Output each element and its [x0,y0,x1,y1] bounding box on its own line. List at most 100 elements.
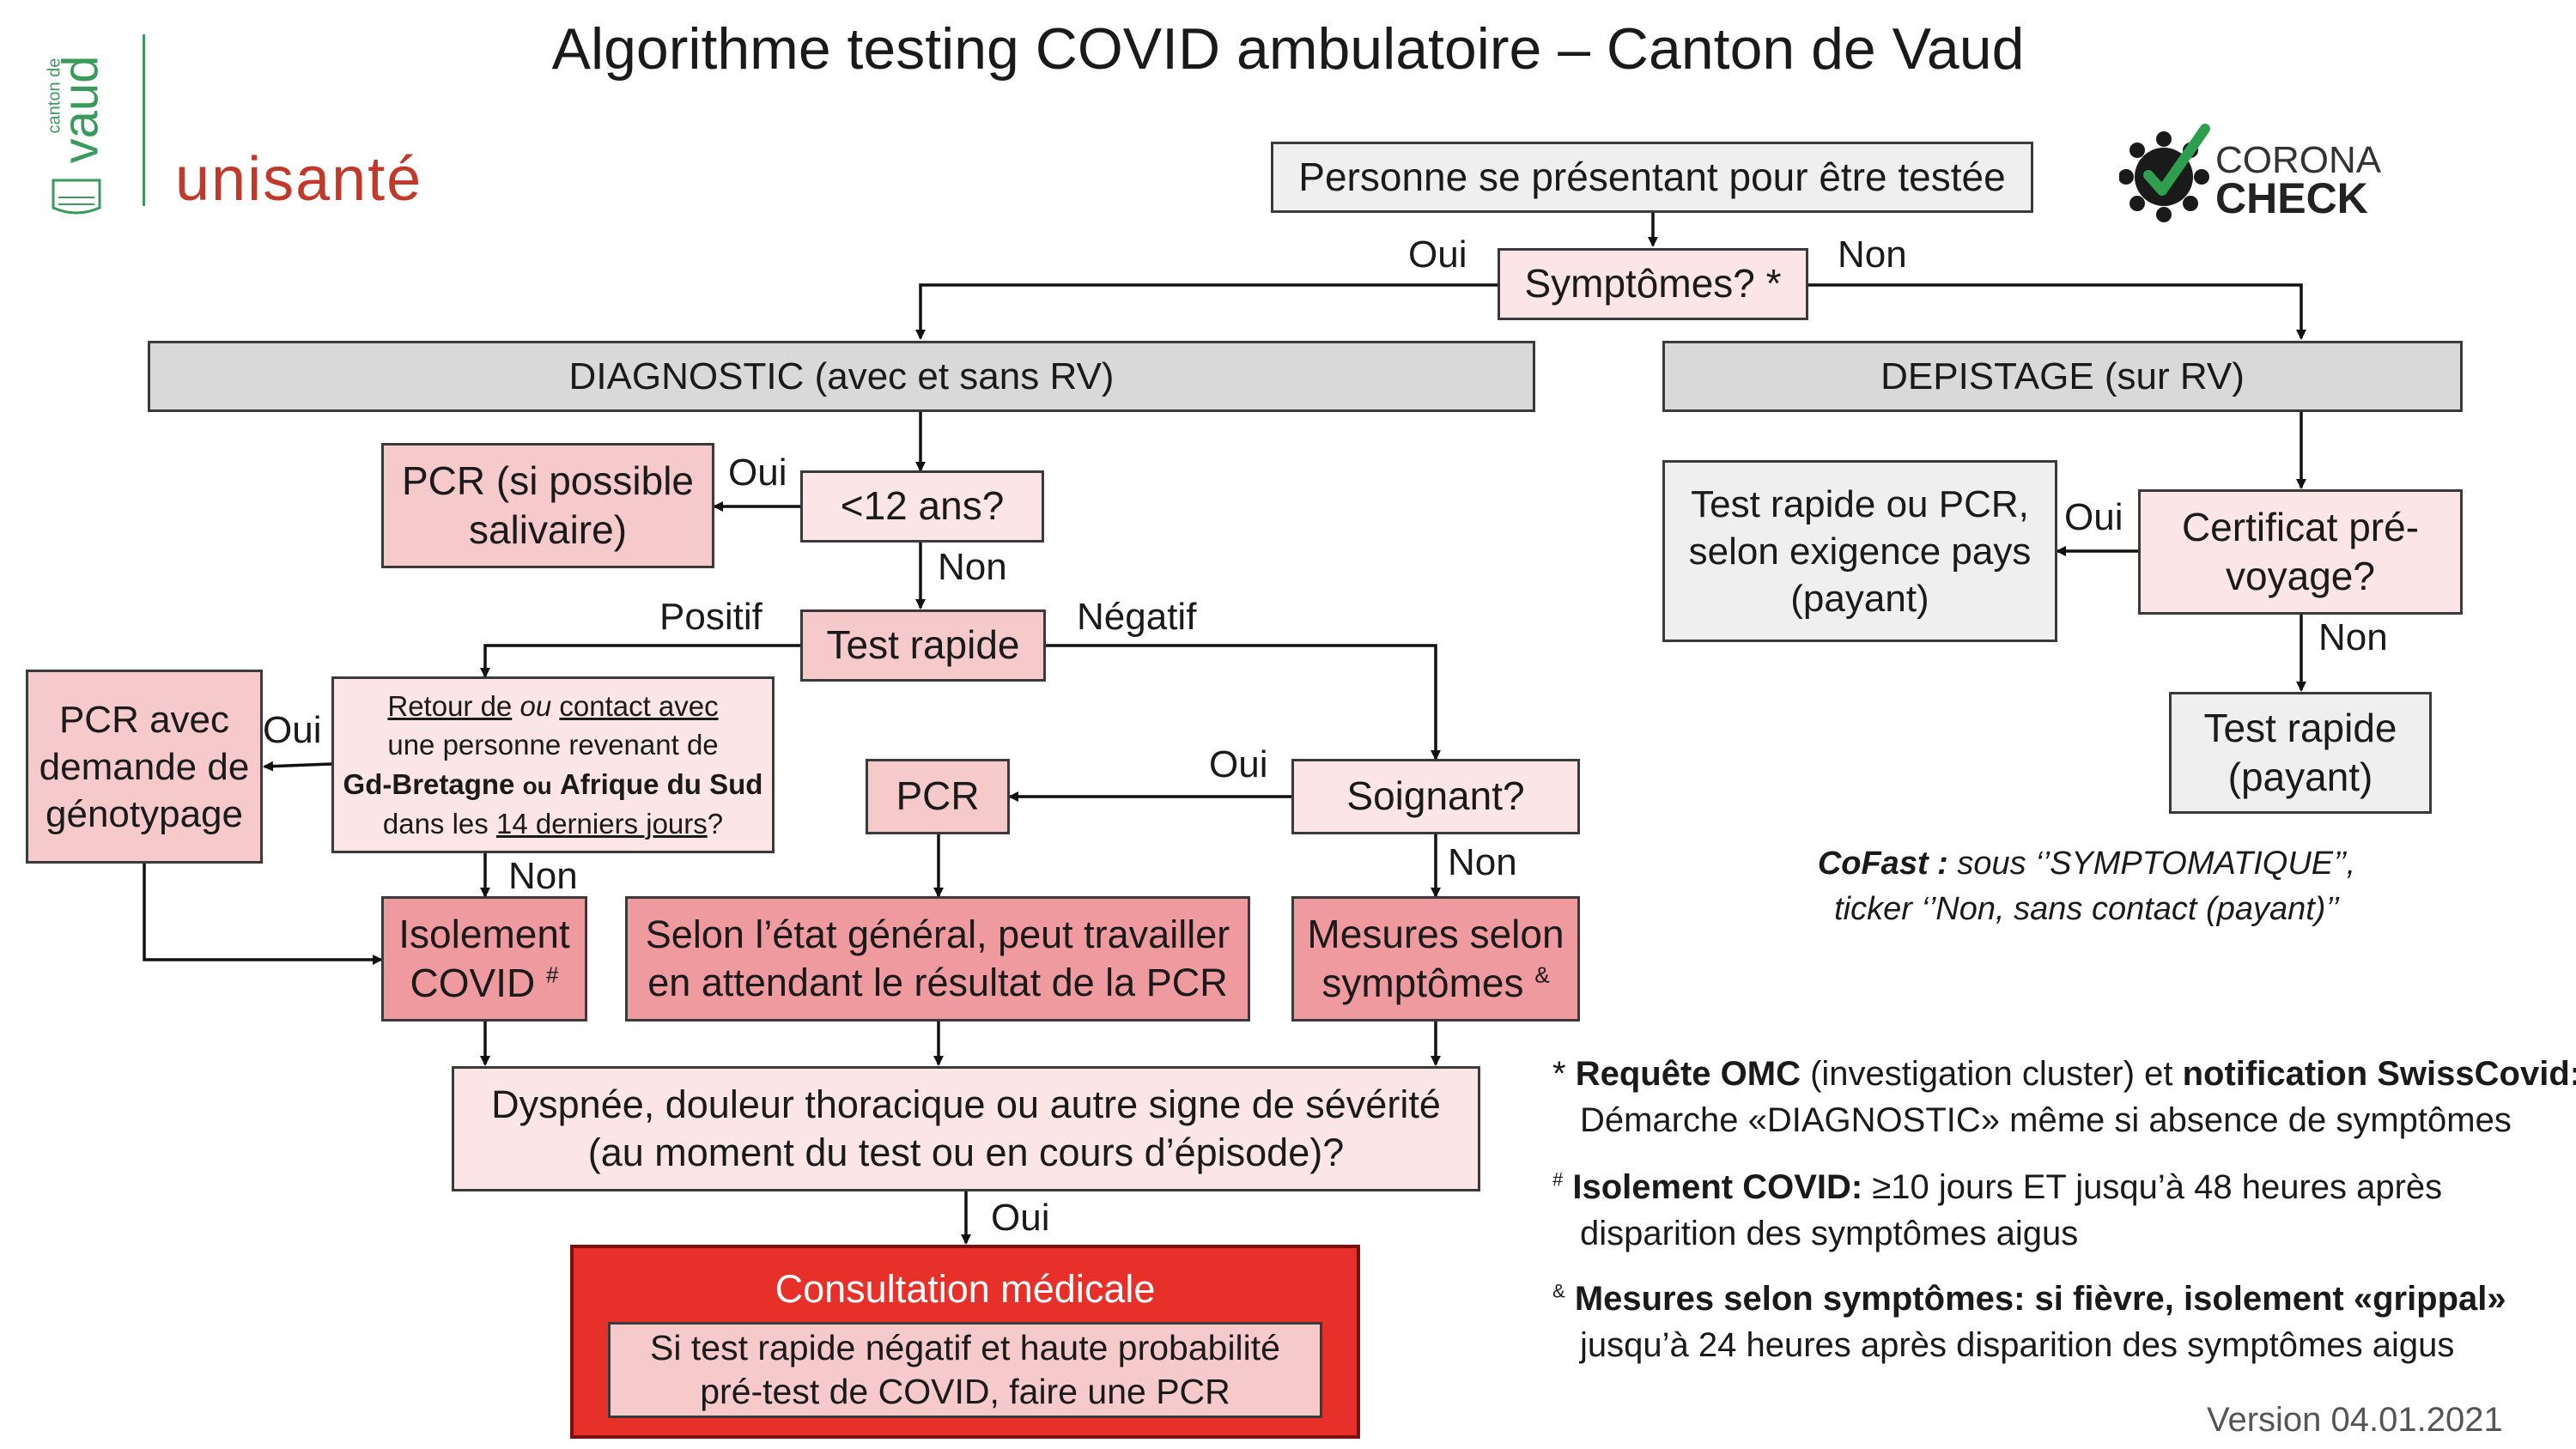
footnote-mesures-bold: Mesures selon symptômes: si fièvre, isol… [1574,1280,2506,1318]
retour-node: Retour de ou contact avec une personne r… [331,676,775,853]
test-payant-node: Test rapide (payant) [2169,692,2432,814]
isolement-footnote-mark: # [546,961,559,988]
unisante-logo: unisanté [175,145,423,214]
mesures-line1: Mesures selon [1307,911,1564,956]
diagnostic-header: DIAGNOSTIC (avec et sans RV) [148,341,1535,412]
test-pays-line1: Test rapide ou PCR, [1691,482,2029,525]
isolement-line2: COVID # [410,959,559,1009]
soignant-node: Soignant? [1291,759,1580,834]
start-node-label: Personne se présentant pour être testée [1298,154,2006,199]
consultation-node: Consultation médicale Si test rapide nég… [570,1245,1360,1439]
footnote-mesures-mark: & [1552,1280,1565,1302]
certificat-node: Certificat pré- voyage? [2138,489,2463,615]
test-payant-line2: (payant) [2227,755,2373,799]
coronacheck-logo: CORONA CHECK [2119,120,2381,223]
diagnostic-header-label: DIAGNOSTIC (avec et sans RV) [568,355,1115,397]
selon-line2: en attendant le résultat de la PCR [647,961,1228,1004]
soignant-node-label: Soignant? [1346,773,1525,819]
footnote-isolement-line1: # Isolement COVID: ≥10 jours ET jusqu’à … [1552,1164,2566,1210]
pcr-saliva-line2: salivaire) [468,507,628,552]
edge-test-positif [480,644,800,678]
retour-text-7: Afrique du Sud [559,768,763,800]
isolement-line1: Isolement [398,911,570,956]
edge-symptoms-depistage [1808,283,2306,340]
edge-label-oui-retour: Oui [263,709,322,751]
cofast-line1: CoFast : sous ‘’SYMPTOMATIQUE’’, [1786,841,2387,887]
selon-etat-node: Selon l’état général, peut travailler en… [625,896,1250,1022]
cofast-text-2: ticker ‘’Non, sans contact (payant)’’ [1834,891,2339,928]
page-title: Algorithme testing COVID ambulatoire – C… [551,16,2025,82]
retour-text-3: contact avec [559,689,719,722]
dyspnee-node: Dyspnée, douleur thoracique ou autre sig… [452,1066,1480,1191]
edge-geno-isolement [143,864,383,965]
test-payant-line1: Test rapide [2203,705,2397,750]
consultation-label: Consultation médicale [775,1267,1156,1311]
mesures-footnote-mark: & [1534,961,1550,988]
dyspnee-line1: Dyspnée, douleur thoracique ou autre sig… [491,1082,1441,1126]
cofast-text-1: sous ‘’SYMPTOMATIQUE’’, [1957,846,2356,882]
selon-line1: Selon l’état général, peut travailler [645,912,1230,956]
pcr-node: PCR [866,759,1010,834]
virus-check-icon [2119,124,2210,222]
edge-test-negatif [1046,644,1441,761]
edge-label-oui-dyspnee: Oui [991,1197,1050,1239]
pcr-node-label: PCR [896,773,980,819]
consult-inner-line1: Si test rapide négatif et haute probabil… [650,1328,1280,1367]
retour-text-2: ou [519,689,552,722]
edge-label-oui-under12: Oui [728,452,787,494]
footnote-omc-line1: * Requête OMC (investigation cluster) et… [1552,1051,2576,1097]
consult-inner-line2: pré-test de COVID, faire une PCR [700,1372,1230,1412]
retour-line1: Retour de ou contact avec [387,687,718,726]
footnote-mesures-line1: & Mesures selon symptômes: si fièvre, is… [1552,1276,2566,1322]
test-rapide-node-label: Test rapide [826,622,1020,668]
retour-text-10: ? [707,807,724,840]
check-text: CHECK [2215,174,2368,222]
start-node: Personne se présentant pour être testée [1271,142,2033,213]
edge-label-non-certificat: Non [2318,616,2388,658]
version-label: Version 04.01.2021 [2207,1401,2503,1439]
edge-label-oui-certificat: Oui [2064,496,2123,538]
mesures-label: symptômes [1321,961,1524,1005]
under12-node: <12 ans? [800,470,1044,543]
footnote-isolement-text: ≥10 jours ET jusqu’à 48 heures après [1872,1168,2443,1206]
isolement-label: COVID [410,961,536,1005]
certificat-line2: voyage? [2226,554,2375,598]
retour-text-8: dans les [382,807,489,840]
pcr-geno-line2: demande de [39,745,250,788]
footnote-mesures-line2: jusqu’à 24 heures après disparition des … [1580,1326,2455,1364]
edge-label-positif: Positif [659,596,762,638]
edge-label-oui-symptoms: Oui [1408,233,1467,276]
footnote-isolement: # Isolement COVID: ≥10 jours ET jusqu’à … [1552,1164,2566,1257]
vaud-logo: canton de vaud [38,26,115,215]
edge-label-oui-soignant: Oui [1209,743,1268,785]
isolement-node: Isolement COVID # [381,896,587,1022]
edge-label-non-symptoms: Non [1838,233,1907,276]
pcr-saliva-node: PCR (si possible salivaire) [381,443,714,568]
footnote-omc-text1: (investigation cluster) et [1810,1055,2173,1093]
footnote-omc-mark: * [1552,1055,1566,1093]
depistage-header-label: DEPISTAGE (sur RV) [1880,355,2245,397]
retour-text-4: une personne revenant de [387,729,719,761]
edge-label-non-soignant: Non [1448,841,1517,883]
symptoms-node: Symptômes? * [1498,248,1808,320]
logo-divider [143,34,145,206]
footnote-isolement-mark: # [1552,1168,1564,1191]
certificat-line1: Certificat pré- [2181,504,2420,549]
retour-text-9: 14 derniers jours [495,807,708,840]
cofast-bold: CoFast : [1817,846,1948,882]
edge-retour-pcr-geno [263,761,332,772]
pcr-genotypage-node: PCR avec demande de génotypage [26,670,263,864]
footnote-mesures: & Mesures selon symptômes: si fièvre, is… [1552,1276,2566,1368]
under12-node-label: <12 ans? [840,483,1005,529]
retour-line3: Gd-Bretagne ou Afrique du Sud [343,765,763,804]
footnote-omc-line2: Démarche «DIAGNOSTIC» même si absence de… [1580,1101,2512,1139]
footnote-omc-bold2: notification SwissCovid: [2182,1055,2576,1093]
edge-label-non-retour: Non [508,855,578,897]
corona-text: CORONA [2215,139,2382,181]
symptoms-node-label: Symptômes? * [1524,261,1782,306]
footnote-omc-bold1: Requête OMC [1575,1055,1801,1093]
test-pays-line2: selon exigence pays [1688,530,2032,573]
retour-line4: dans les 14 derniers jours? [383,804,723,844]
test-rapide-node: Test rapide [800,609,1046,682]
